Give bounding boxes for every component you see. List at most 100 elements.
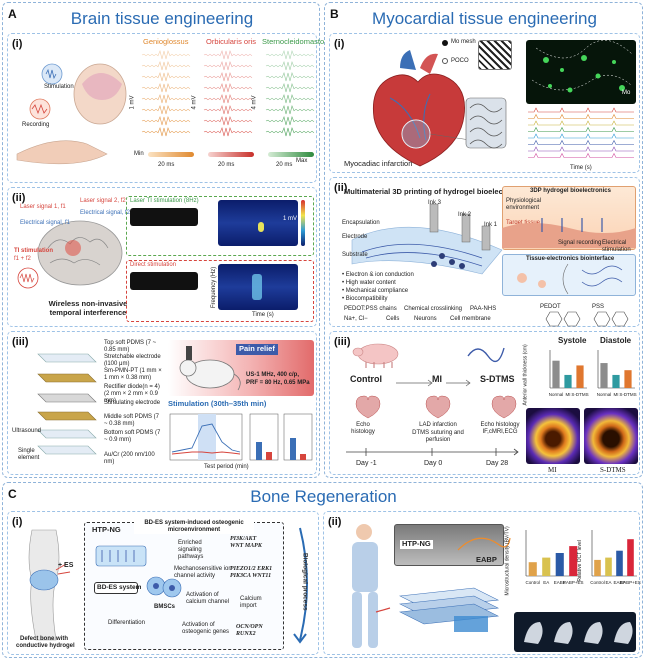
laser-ti-title: Laser TI stimulation (8Hz) bbox=[130, 198, 199, 204]
emg-trace bbox=[141, 61, 191, 71]
microenv-title: BD-ES system-induced osteogenic microenv… bbox=[134, 520, 254, 534]
bar-s-dtms bbox=[576, 365, 584, 388]
tick-label: S-DTMS bbox=[619, 392, 636, 397]
tick-label: Normal bbox=[549, 392, 564, 397]
calcium-trace bbox=[528, 126, 634, 132]
prop-1: • High water content bbox=[342, 280, 396, 286]
tick-label: Normal bbox=[597, 392, 612, 397]
emg-trace bbox=[265, 94, 315, 104]
emg-trace bbox=[141, 72, 191, 82]
bar-eabp-es bbox=[569, 546, 578, 576]
emg-trace bbox=[203, 61, 253, 71]
legend-item-4: Cells bbox=[386, 316, 400, 322]
emg-trace bbox=[265, 72, 315, 82]
tick-label: Control bbox=[590, 580, 605, 585]
tick-label: EABP bbox=[554, 580, 566, 585]
direct-spectrogram-band bbox=[252, 274, 262, 300]
subpanel-c-ii: (ii) HTP-NG EABP Microstructural density… bbox=[323, 511, 641, 655]
legend-item-3: Na+, Cl− bbox=[344, 316, 368, 322]
poco-swatch bbox=[442, 58, 448, 64]
emg-trace bbox=[265, 83, 315, 93]
es-label: + ES bbox=[58, 562, 74, 569]
chart1-ylabel: Microstructural density (BV/TV) bbox=[504, 526, 511, 596]
time-scale-c: 20 ms bbox=[276, 162, 293, 168]
panel-c: C Bone Regeneration (i) + ES Defect bone… bbox=[2, 482, 643, 658]
subpanel-b-i: (i) Mo mesh POCO Myocadiac infarction bbox=[329, 33, 640, 173]
electrical-stim-label: Electrical stimulation bbox=[602, 240, 631, 253]
min-label: Min bbox=[134, 151, 144, 157]
bdes-label: BD-ES system bbox=[97, 584, 142, 591]
panel-letter: A bbox=[8, 7, 17, 21]
direct-trace bbox=[130, 272, 198, 290]
laser-signal-1: Laser signal 1, f1 bbox=[20, 204, 66, 210]
bmscs-label: BMSCs bbox=[154, 604, 176, 610]
laser-trace bbox=[130, 208, 198, 226]
subpanel-label: (ii) bbox=[328, 516, 342, 528]
ink1-label: Ink 1 bbox=[484, 222, 498, 228]
subpanel-a-iii: (iii) Top soft PDMS (7 ~ 0.85 mm) Stretc… bbox=[7, 331, 317, 475]
bar-eabp-es bbox=[627, 539, 634, 576]
legend-item-1: Chemical crosslinking bbox=[404, 306, 463, 312]
mri-sdtms-label: S-DTMS bbox=[600, 466, 626, 474]
panel-title: Bone Regeneration bbox=[250, 487, 397, 506]
frequency-axis: Frequency (Hz) bbox=[211, 266, 218, 309]
calcium-trace bbox=[528, 107, 634, 113]
emg-trace bbox=[265, 127, 315, 137]
tick-label: MI bbox=[614, 392, 619, 397]
interface-title: Tissue-electronics biointerface bbox=[526, 256, 615, 262]
prop-2: • Mechanical compliance bbox=[342, 288, 409, 294]
mouse-illustration bbox=[179, 346, 241, 391]
prop-0: • Electron & ion conduction bbox=[342, 272, 414, 278]
mri-mi-label: MI bbox=[548, 466, 557, 474]
legend-item-0: PEDOT:PSS chains bbox=[344, 306, 397, 312]
subpanel-b-iii: (iii) Control MI S-DTMS Echo histology L… bbox=[329, 331, 640, 475]
bio-tissue bbox=[502, 218, 636, 248]
bio-title: 3DP hydrogel bioelectronics bbox=[530, 188, 611, 194]
emg-trace bbox=[265, 105, 315, 115]
dtms-patch-illustration bbox=[467, 347, 505, 363]
params-line2: PRF = 80 Hz, 0.65 MPa bbox=[246, 380, 310, 386]
fluorescence-image bbox=[526, 40, 636, 104]
group-control: Control bbox=[350, 374, 382, 384]
group-mi: MI bbox=[432, 374, 442, 384]
direct-title: Direct stimulation bbox=[130, 262, 177, 268]
mri-sdtms-image bbox=[584, 408, 638, 464]
muscle-label-orbicularis: Orbicularis oris bbox=[206, 37, 257, 46]
bar-control bbox=[594, 559, 601, 576]
power-colorbar bbox=[301, 200, 305, 246]
ultrasound-label: Ultrasound bbox=[12, 428, 42, 434]
subpanel-label: (i) bbox=[12, 38, 23, 50]
eabp-label: EABP bbox=[476, 555, 497, 564]
day-minus1: Day -1 bbox=[356, 460, 377, 467]
bar-s-dtms bbox=[624, 370, 632, 388]
emg-trace bbox=[203, 72, 253, 82]
time-axis: Time (s) bbox=[252, 312, 274, 318]
emg-traces bbox=[141, 50, 315, 137]
colorbar-green bbox=[268, 152, 314, 157]
stimulation-label: Stimulation bbox=[44, 84, 74, 90]
subpanel-label: (ii) bbox=[12, 192, 26, 204]
emg-trace bbox=[141, 83, 191, 93]
scale-4mv-a: 4 mV bbox=[191, 95, 198, 110]
pig-illustration bbox=[352, 343, 399, 368]
physio-label: Physiological environment bbox=[506, 198, 542, 211]
electrical-signal-1: Electrical signal, f1 bbox=[20, 220, 71, 226]
head-arm-illustration bbox=[16, 63, 127, 165]
emg-trace bbox=[203, 116, 253, 126]
dtms-mesh-illustration bbox=[465, 97, 507, 149]
calcium-trace bbox=[528, 113, 634, 119]
legend-item-5: Neurons bbox=[414, 316, 437, 322]
mo-label: Mo bbox=[622, 90, 631, 96]
group-sdtms: S-DTMS bbox=[480, 374, 515, 384]
bar-mi bbox=[612, 374, 620, 388]
tick-label: S-DTMS bbox=[571, 392, 588, 397]
pedot-label: PEDOT bbox=[540, 304, 561, 310]
emg-trace bbox=[265, 116, 315, 126]
substrate-label: Substrate bbox=[342, 252, 368, 258]
tick-label: EABP+ES bbox=[620, 580, 641, 585]
legend-item-2: PAA-NHS bbox=[470, 306, 497, 312]
layer-label-6: Bottom soft PDMS (7 ~ 0.9 mm) bbox=[104, 430, 161, 443]
pain-behavior-charts bbox=[169, 413, 313, 461]
